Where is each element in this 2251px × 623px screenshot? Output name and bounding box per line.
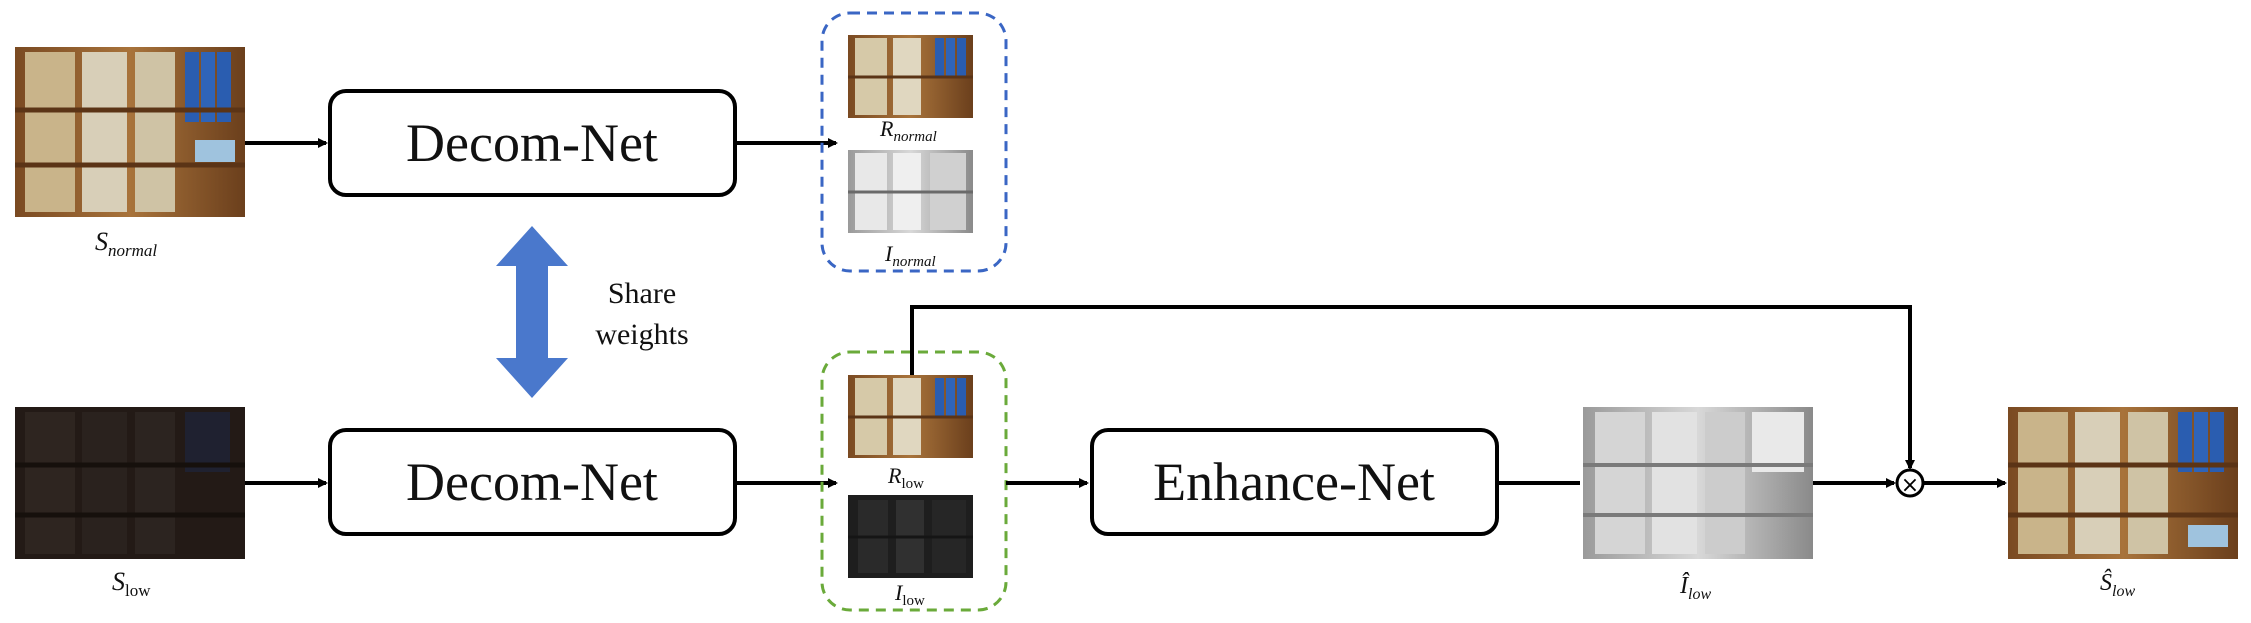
s-normal-image — [15, 47, 245, 217]
r-low-image — [848, 375, 973, 458]
share-weights-label-1: Share — [608, 277, 676, 310]
i-hat-low-caption: Îlow — [1679, 573, 1711, 603]
s-hat-low-caption: Ŝlow — [2100, 569, 2135, 600]
i-normal-image — [848, 150, 973, 233]
i-low-image — [848, 495, 973, 578]
i-low-caption: Ilow — [894, 580, 925, 609]
skip-connection-r-low — [910, 305, 1915, 470]
s-low-image — [15, 407, 245, 559]
s-normal-caption: Snormal — [95, 227, 157, 260]
multiply-symbol: × — [1901, 473, 1919, 498]
enhance-net-label: Enhance-Net — [1153, 452, 1435, 512]
r-normal-caption: Rnormal — [879, 116, 937, 145]
share-weights-arrow — [496, 226, 568, 398]
s-low-caption: Slow — [112, 567, 151, 600]
share-weights-label-2: weights — [595, 318, 688, 351]
i-normal-caption: Inormal — [884, 241, 936, 270]
i-hat-low-image — [1583, 407, 1813, 559]
decom-net-top-label: Decom-Net — [406, 113, 658, 173]
normal-outputs-group — [820, 11, 1008, 273]
r-normal-image — [848, 35, 973, 118]
r-low-caption: Rlow — [887, 463, 924, 492]
decom-net-bottom-label: Decom-Net — [406, 452, 658, 512]
s-hat-low-image — [2008, 407, 2238, 559]
